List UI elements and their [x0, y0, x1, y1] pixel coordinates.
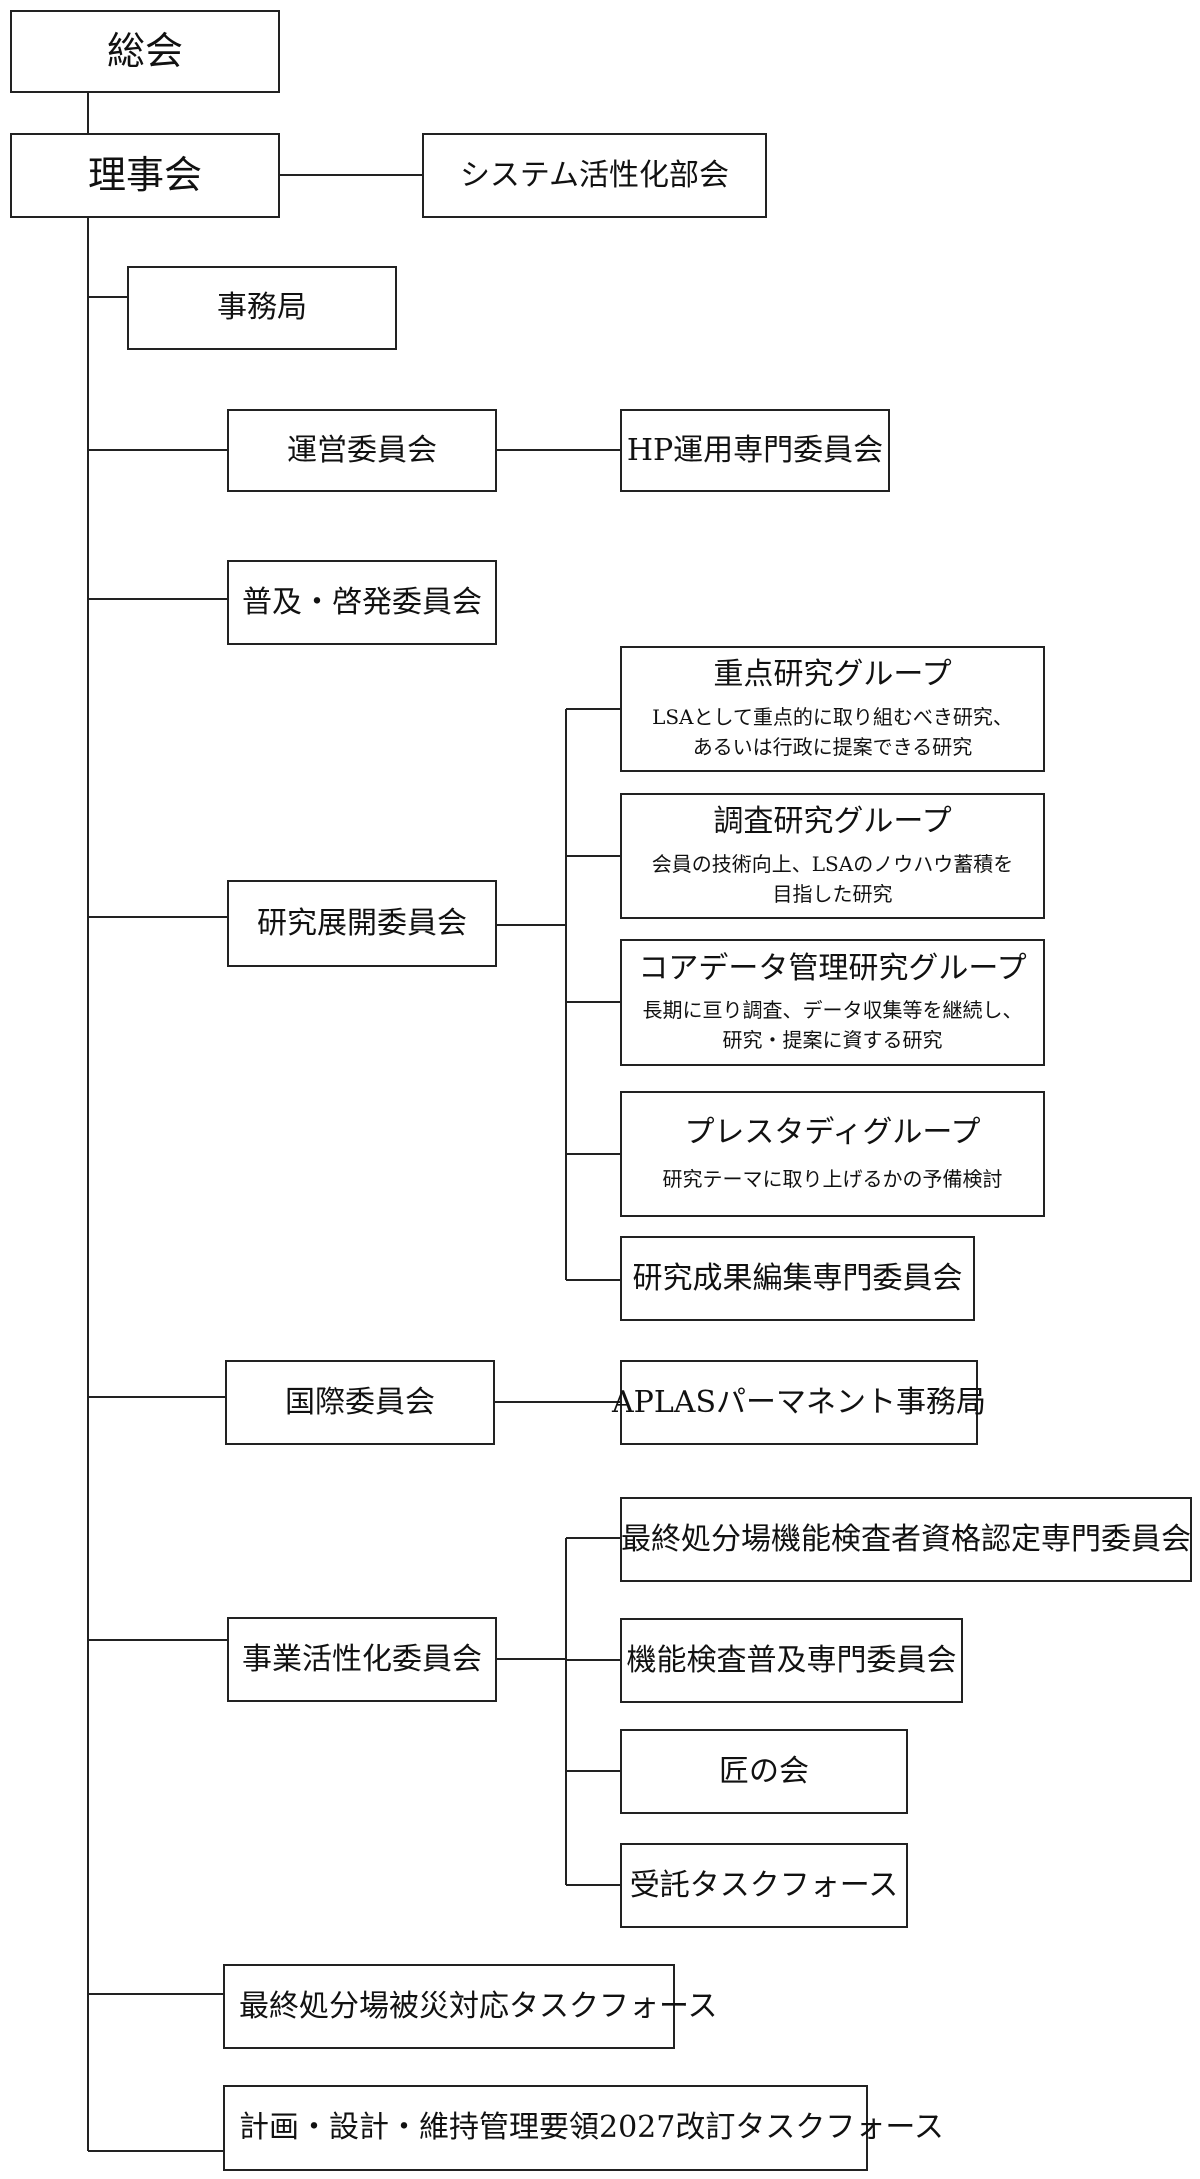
node-title: プレスタディグループ	[684, 1115, 981, 1151]
node-takumi: 匠の会	[620, 1729, 908, 1814]
node-label: HP運用専門委員会	[626, 432, 884, 468]
node-function-inspection: 機能検査普及専門委員会	[620, 1618, 963, 1703]
node-label: APLASパーマネント事務局	[612, 1384, 986, 1420]
node-plan-task: 計画・設計・維持管理要領2027改訂タスクフォース	[223, 2085, 944, 2171]
node-priority-research: 重点研究グループ LSAとして重点的に取り組むべき研究、 あるいは行政に提案でき…	[620, 646, 1045, 772]
node-title: 調査研究グループ	[713, 804, 952, 840]
node-description: 長期に亘り調査、データ収集等を継続し、 研究・提案に資する研究	[642, 998, 1023, 1053]
node-disaster-task: 最終処分場被災対応タスクフォース	[223, 1964, 718, 2049]
node-core-data: コアデータ管理研究グループ 長期に亘り調査、データ収集等を継続し、 研究・提案に…	[620, 939, 1045, 1066]
node-general-assembly: 総会	[10, 10, 280, 93]
node-secretariat: 事務局	[127, 266, 397, 350]
node-description: 会員の技術向上、LSAのノウハウ蓄積を 目指した研究	[651, 851, 1014, 906]
node-research-dev: 研究展開委員会	[227, 880, 497, 967]
node-final-disposal-cert: 最終処分場機能検査者資格認定専門委員会	[620, 1497, 1192, 1582]
node-system-activation: システム活性化部会	[422, 133, 767, 218]
node-prestudy: プレスタディグループ 研究テーマに取り上げるかの予備検討	[620, 1091, 1045, 1217]
node-board: 理事会	[10, 133, 280, 218]
node-label: 理事会	[87, 152, 202, 197]
node-description: LSAとして重点的に取り組むべき研究、 あるいは行政に提案できる研究	[652, 704, 1013, 759]
node-research-editing: 研究成果編集専門委員会	[620, 1236, 975, 1321]
node-label: 受託タスクフォース	[629, 1867, 899, 1903]
node-label: 事務局	[217, 290, 307, 326]
node-title: コアデータ管理研究グループ	[638, 950, 1027, 986]
node-aplas: APLASパーマネント事務局	[612, 1360, 986, 1445]
node-label: システム活性化部会	[459, 157, 730, 193]
node-survey-research: 調査研究グループ 会員の技術向上、LSAのノウハウ蓄積を 目指した研究	[620, 793, 1045, 919]
node-label: 研究展開委員会	[257, 905, 467, 941]
node-title: 重点研究グループ	[713, 657, 952, 693]
node-label: 最終処分場機能検査者資格認定専門委員会	[621, 1521, 1191, 1557]
node-label: 研究成果編集専門委員会	[632, 1260, 963, 1296]
node-label: 最終処分場被災対応タスクフォース	[239, 1988, 718, 2024]
node-label: 総会	[106, 28, 183, 73]
node-outreach: 普及・啓発委員会	[227, 560, 497, 645]
node-business-activation: 事業活性化委員会	[227, 1617, 497, 1702]
node-label: 事業活性化委員会	[242, 1641, 482, 1677]
node-label: 運営委員会	[287, 432, 437, 468]
node-label: 計画・設計・維持管理要領2027改訂タスクフォース	[239, 2110, 944, 2146]
node-label: 機能検査普及専門委員会	[626, 1642, 957, 1678]
node-description: 研究テーマに取り上げるかの予備検討	[662, 1166, 1003, 1191]
node-international: 国際委員会	[225, 1360, 495, 1445]
node-hp-operation: HP運用専門委員会	[620, 409, 890, 492]
node-label: 普及・啓発委員会	[242, 584, 482, 620]
node-label: 国際委員会	[285, 1384, 435, 1420]
node-management: 運営委員会	[227, 409, 497, 492]
node-label: 匠の会	[719, 1753, 809, 1789]
node-contract-task: 受託タスクフォース	[620, 1843, 908, 1928]
